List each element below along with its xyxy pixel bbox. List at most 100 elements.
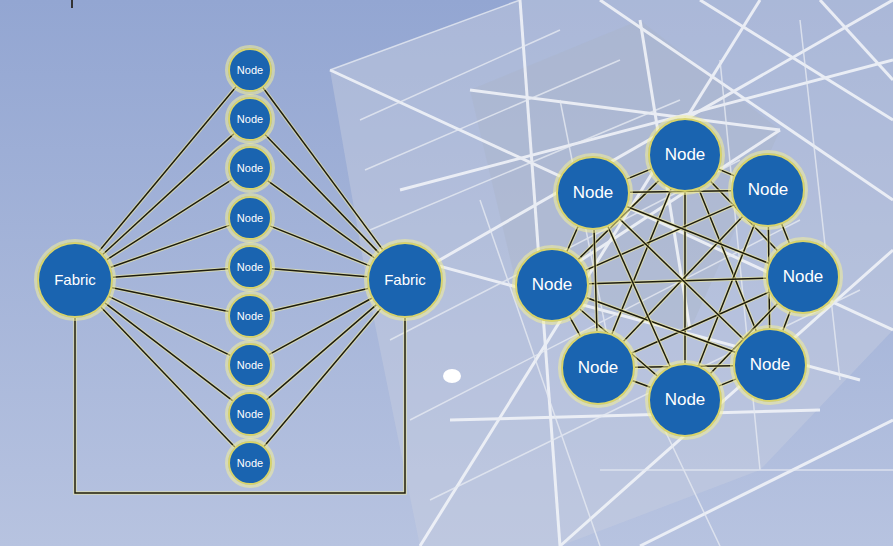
circle-fill: [368, 243, 442, 317]
circle-fill: [649, 119, 721, 191]
node-label: Node: [237, 64, 263, 76]
link-stroke: [109, 297, 230, 356]
small-node-circle: Node: [228, 146, 272, 190]
node-label: Node: [573, 184, 614, 203]
circle-fill: [38, 243, 112, 317]
circle-fill: [229, 344, 271, 386]
link-stroke: [567, 227, 578, 251]
node-circle: Fabric: [367, 242, 443, 318]
link-glow: [594, 230, 597, 331]
link-stroke: [272, 269, 367, 277]
link-glow: [567, 227, 578, 251]
circle-fill: [767, 241, 839, 313]
link-glow: [103, 134, 234, 254]
link-line: [264, 309, 380, 446]
link-glow: [264, 309, 380, 446]
node-label: Node: [237, 113, 263, 125]
link-stroke: [264, 309, 380, 446]
link-stroke: [570, 317, 580, 335]
link-glow: [113, 269, 228, 278]
node-label: Fabric: [384, 272, 426, 289]
node-label: Node: [578, 359, 619, 378]
glow-ring: [227, 195, 274, 242]
dish-body: [330, 0, 893, 546]
link-stroke: [269, 298, 371, 354]
link-glow: [101, 307, 235, 447]
glow-ring: [227, 440, 274, 487]
circle-fill: [229, 246, 271, 288]
link-stroke: [594, 230, 597, 331]
glow-ring: [647, 362, 724, 439]
link-stroke: [75, 318, 405, 493]
link-glow: [99, 87, 236, 251]
small-node-circle: Node: [228, 343, 272, 387]
node-label: Node: [748, 181, 789, 200]
brace: [600, 469, 893, 471]
link-line: [267, 305, 377, 400]
circle-fill: [562, 332, 634, 404]
link-line: [105, 303, 232, 401]
link-stroke: [99, 87, 236, 251]
link-glow: [570, 317, 580, 335]
link-glow: [270, 226, 369, 266]
node-circle: Node: [731, 153, 805, 227]
glow-ring: [366, 241, 445, 320]
node-circle: Fabric: [37, 242, 113, 318]
link-glow: [620, 219, 744, 339]
circle-fill: [229, 98, 271, 140]
glow-ring: [514, 247, 591, 324]
glow-ring: [227, 145, 274, 192]
node-circle: Node: [648, 118, 722, 192]
glow-ring: [227, 342, 274, 389]
link-glow: [75, 318, 405, 493]
truss-beam: [820, 0, 893, 80]
link-glow: [265, 135, 378, 253]
link-line: [265, 135, 378, 253]
link-glow: [269, 298, 371, 354]
node-label: Node: [665, 391, 706, 410]
glow-ring: [765, 239, 842, 316]
circle-fill: [229, 393, 271, 435]
link-glow: [267, 305, 377, 400]
link-line: [627, 169, 651, 179]
node-circle: Node: [515, 248, 589, 322]
node-label: Node: [783, 268, 824, 287]
truss-beam: [420, 0, 760, 546]
link-line: [272, 269, 367, 277]
small-node-circle: Node: [228, 97, 272, 141]
circle-fill: [229, 442, 271, 484]
link-line: [101, 307, 235, 447]
link-line: [75, 318, 405, 493]
node-label: Node: [237, 310, 263, 322]
node-label: Node: [237, 359, 263, 371]
link-stroke: [265, 135, 378, 253]
link-glow: [627, 169, 651, 179]
link-stroke: [270, 226, 369, 266]
link-glow: [111, 225, 229, 267]
truss-beam: [470, 90, 780, 130]
link-stroke: [589, 278, 766, 284]
link-stroke: [267, 305, 377, 400]
glow-ring: [227, 47, 274, 94]
circle-fill: [649, 364, 721, 436]
link-line: [109, 297, 230, 356]
link-stroke: [627, 169, 651, 179]
glow-ring: [227, 391, 274, 438]
circle-fill: [734, 329, 806, 401]
truss-beam: [450, 410, 820, 420]
link-glow: [263, 88, 382, 250]
small-node-circle: Node: [228, 48, 272, 92]
circle-fill: [229, 197, 271, 239]
circle-fill: [732, 154, 804, 226]
link-line: [589, 278, 766, 284]
node-circle: Node: [648, 363, 722, 437]
glow-ring: [36, 241, 115, 320]
node-circle: Node: [556, 156, 630, 230]
node-label: Node: [665, 146, 706, 165]
link-line: [570, 317, 580, 335]
small-node-circle: Node: [228, 196, 272, 240]
glow-ring: [227, 244, 274, 291]
brace: [360, 30, 560, 120]
